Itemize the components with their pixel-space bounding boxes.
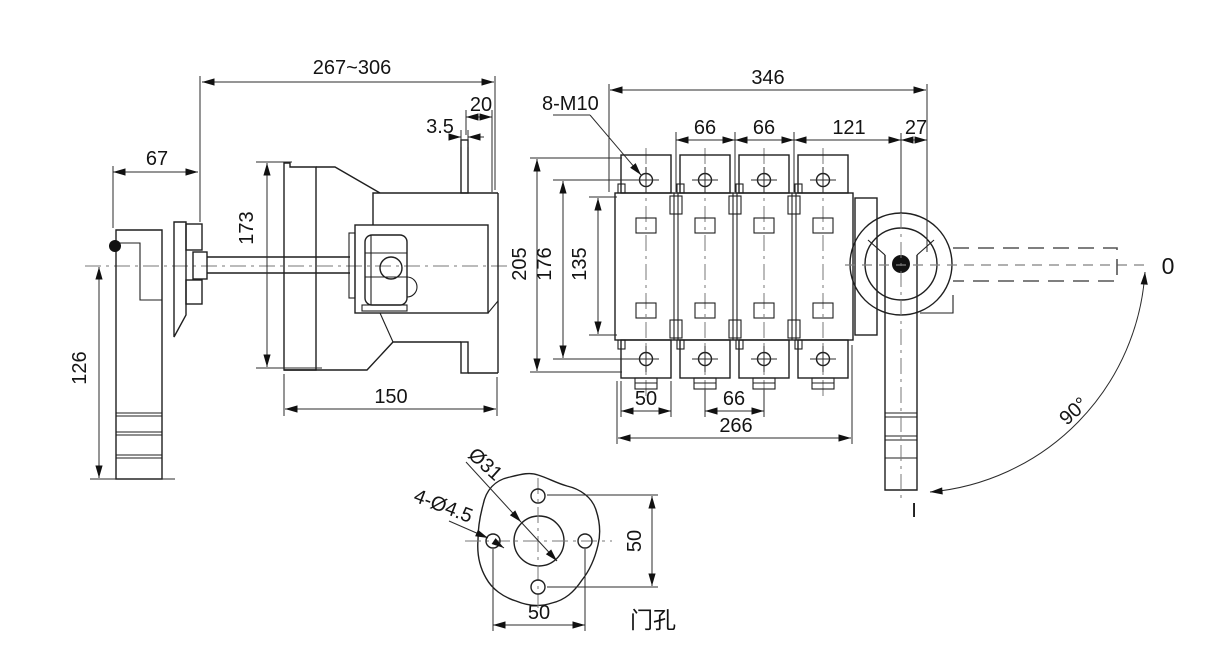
handle-head-step xyxy=(116,242,162,301)
door-hole-view: Ø31 4-Ø4.5 50 50 门孔 xyxy=(411,444,676,633)
dim-body-height-label: 135 xyxy=(569,247,591,280)
inner-lug xyxy=(406,276,418,298)
dim-handle-length-label: 126 xyxy=(69,351,91,384)
dim-tab-offset: 20 xyxy=(465,94,493,192)
mount-hole-top xyxy=(530,488,546,504)
dim-terminal-span: 176 xyxy=(534,179,640,360)
dim-right-margin-label: 27 xyxy=(905,117,927,139)
label-terminal-holes: 8-M10 xyxy=(542,93,642,176)
terminal-thread-label: 8-M10 xyxy=(542,93,599,115)
dim-head-width: 67 xyxy=(112,148,198,228)
handle-position-off-label: 0 xyxy=(1162,253,1175,279)
main-block xyxy=(354,224,489,314)
dim-overall-width-label: 346 xyxy=(751,67,784,89)
dim-mount-holes: 4-Ø4.5 xyxy=(411,485,505,549)
mount-hole-right xyxy=(577,533,593,549)
dim-handle-offset-label: 121 xyxy=(832,117,865,139)
mechanism-body-side xyxy=(284,139,499,374)
dim-pole-pitch-a-label: 66 xyxy=(694,117,716,139)
dim-tab-thickness: 3.5 xyxy=(426,116,484,147)
hood-top xyxy=(316,166,381,194)
dim-base-width: 266 xyxy=(616,345,853,444)
drive-shaft xyxy=(207,256,350,274)
dim-vertical-spacing-label: 50 xyxy=(624,530,646,552)
side-plate xyxy=(854,197,878,336)
shaft-entry-strip xyxy=(348,232,356,299)
dim-mech-height: 173 xyxy=(236,161,322,369)
dim-pad-width: 50 xyxy=(620,381,672,417)
bracket-flange-top xyxy=(185,223,203,251)
dim-pole-pitches: 66 66 121 27 xyxy=(675,117,927,192)
shaft-bore-circle xyxy=(379,256,403,280)
handle-bar xyxy=(115,229,163,480)
dim-vertical-spacing: 50 xyxy=(547,494,658,588)
handle-knob-dot xyxy=(109,240,121,252)
dim-overall-height: 205 xyxy=(509,157,622,373)
dim-mech-depth: 150 xyxy=(283,374,498,416)
dim-overall-width: 346 xyxy=(608,67,928,252)
dim-pad-width-label: 50 xyxy=(635,388,657,410)
dim-tab-offset-label: 20 xyxy=(470,94,492,116)
dim-body-height: 135 xyxy=(569,196,617,336)
dim-mount-holes-label: 4-Ø4.5 xyxy=(411,485,476,527)
dim-mech-depth-label: 150 xyxy=(374,386,407,408)
handle-mechanism xyxy=(845,133,1145,500)
bracket-flange-bottom xyxy=(185,279,203,305)
dim-pole-pitch-b-label: 66 xyxy=(753,117,775,139)
dim-mech-height-label: 173 xyxy=(236,211,258,244)
pole-separators xyxy=(669,193,801,340)
dim-head-width-label: 67 xyxy=(146,148,168,170)
hood-bottom xyxy=(284,341,461,371)
side-view: 267~306 20 3.5 67 173 xyxy=(69,57,512,480)
shaft-coupler xyxy=(192,251,208,280)
dim-overall-height-label: 205 xyxy=(509,247,531,280)
pole-1 xyxy=(617,148,672,396)
handle-position-on-label: I xyxy=(911,500,917,522)
dim-terminal-span-label: 176 xyxy=(534,247,556,280)
dim-handle-length: 126 xyxy=(69,267,175,480)
flange-plate-outline xyxy=(477,472,601,607)
caption-door-hole: 门孔 xyxy=(630,607,676,633)
operating-handle-side xyxy=(109,221,208,480)
switch-body xyxy=(614,192,854,341)
hub-corner-box xyxy=(920,295,954,314)
front-view: 0 I 90° 8-M10 346 66 66 121 xyxy=(509,67,1174,522)
dim-depth-range: 267~306 xyxy=(199,57,496,222)
dim-pole-pitch-bottom-label: 66 xyxy=(723,388,745,410)
mount-hole-bottom xyxy=(530,579,546,595)
dim-depth-range-label: 267~306 xyxy=(313,57,391,79)
pole-2 xyxy=(676,148,731,396)
swing-angle-label: 90° xyxy=(1055,393,1092,430)
handle-swing-diagram: 0 I 90° xyxy=(911,253,1174,522)
pole-4 xyxy=(794,148,849,396)
pole-3 xyxy=(735,148,790,396)
dim-tab-thickness-label: 3.5 xyxy=(426,116,454,138)
dim-horizontal-spacing: 50 xyxy=(492,549,586,631)
swing-arc xyxy=(929,271,1148,495)
rear-tab-bottom xyxy=(460,341,469,374)
dim-base-width-label: 266 xyxy=(719,415,752,437)
inner-base xyxy=(361,304,408,312)
dim-center-hole-label: Ø31 xyxy=(464,444,507,486)
dim-horizontal-spacing-label: 50 xyxy=(528,602,550,624)
dim-pole-pitch-bottom: 66 xyxy=(704,388,765,417)
top-plate xyxy=(372,192,498,225)
rear-tab-top xyxy=(460,139,469,194)
handle-bracket-plate xyxy=(173,221,187,338)
